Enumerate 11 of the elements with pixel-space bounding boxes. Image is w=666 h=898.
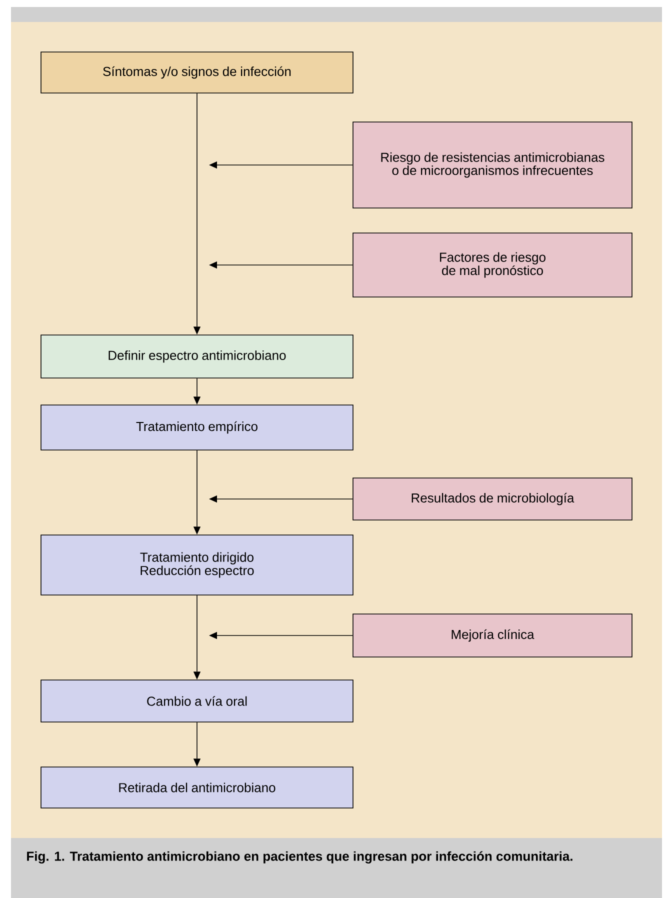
start-box: Síntomas y/o signos de infección (40, 52, 354, 94)
process-box: Tratamiento dirigido Reducción espectro (40, 534, 354, 596)
factor-box: Resultados de microbiología (352, 478, 632, 520)
process-box: Tratamiento empírico (40, 404, 354, 450)
factor-box: Mejoría clínica (352, 614, 632, 658)
process-box: Cambio a vía oral (40, 680, 354, 722)
factor-box: Riesgo de resistencias antimicrobianas o de microorganismos infrecuentes (352, 122, 632, 208)
process-box: Retirada del antimicrobiano (40, 766, 354, 808)
process-box: Definir espectro antimicrobiano (40, 334, 354, 378)
factor-box: Factores de riesgo de mal pronóstico (352, 232, 632, 298)
caption: Fig. 1. Tratamiento antimicrobiano en pacientes que ingresan por infección comunitaria. (27, 851, 572, 864)
